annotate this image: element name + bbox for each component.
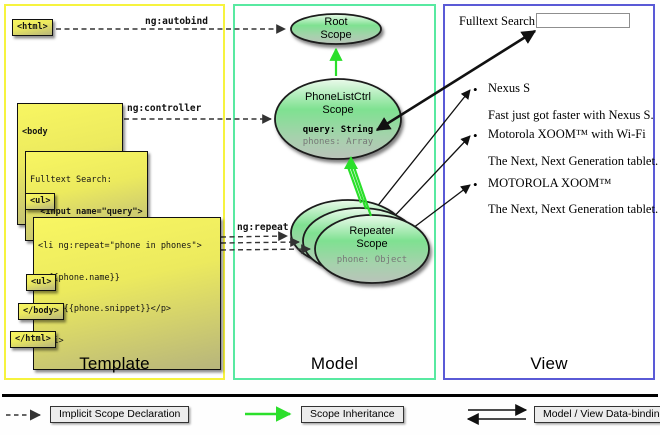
phonelistctrl-scope-props: query: String phones: Array [302,125,374,147]
ng-controller-label: ng:controller [127,103,202,114]
view-item-snippet: The Next, Next Generation tablet. [488,154,659,168]
phonelistctrl-scope-label: PhoneListCtrl Scope [304,91,372,116]
fulltext-search-input[interactable] [536,13,630,28]
bullet-icon [473,177,478,193]
view-item-snippet: The Next, Next Generation tablet. [488,202,659,216]
view-item-title: Nexus S [488,81,531,95]
bullet-icon [473,82,478,98]
template-column-title: Template [79,354,150,373]
model-column-title: Model [310,354,359,373]
legend-separator [2,394,658,397]
code-body-close: </body> [18,303,64,320]
code-html-open: <html> [12,19,53,36]
legend-scope-inheritance: Scope Inheritance [301,406,404,423]
view-column-title: View [530,354,568,373]
root-scope-label: Root Scope [320,16,352,41]
view-item-snippet: Fast just got faster with Nexus S. [488,108,654,122]
code-ul-open: <ul> [25,193,56,210]
model-column [233,4,436,380]
legend-model-view-binding: Model / View Data-binding [534,406,660,423]
ng-repeat-label: ng:repeat [237,222,289,233]
ng-autobind-label: ng:autobind [145,16,208,27]
code-ul-close: <ul> [26,274,57,291]
code-li-repeat: <li ng:repeat="phone in phones"> {{phone… [33,217,221,370]
repeater-scope-props: phone: Object [336,255,408,265]
bullet-icon [473,128,478,144]
legend-implicit-scope: Implicit Scope Declaration [50,406,190,423]
code-html-close: </html> [10,331,56,348]
view-item-title: MOTOROLA XOOM™ [488,176,612,190]
view-item-title: Motorola XOOM™ with Wi-Fi [488,127,646,141]
fulltext-search-label: Fulltext Search: [459,14,539,28]
repeater-scope-label: Repeater Scope [349,225,395,250]
